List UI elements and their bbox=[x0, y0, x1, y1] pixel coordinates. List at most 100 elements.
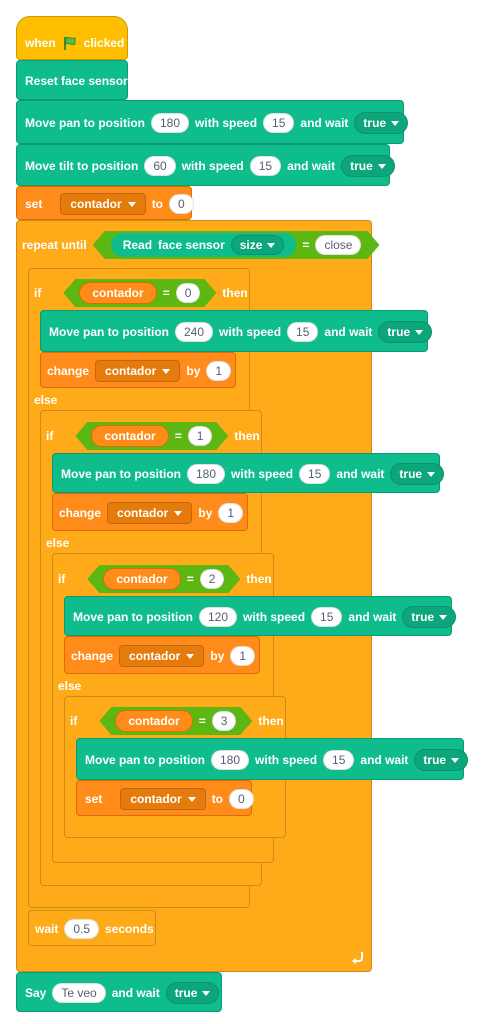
reset-face-sensor-label: Reset face sensor bbox=[25, 74, 128, 88]
if-label: if bbox=[58, 572, 66, 586]
variable-reporter[interactable]: contador bbox=[103, 568, 180, 590]
with-speed-label: with speed bbox=[181, 159, 244, 173]
wait-seconds-block[interactable]: wait 0.5 seconds bbox=[28, 910, 156, 946]
set-variable-block-1[interactable]: set contador to 0 bbox=[16, 186, 194, 220]
move-pan-block-3[interactable]: Move pan to position 180 with speed 15 a… bbox=[52, 453, 445, 493]
variable-reporter[interactable]: contador bbox=[115, 710, 192, 732]
clicked-label: clicked bbox=[83, 36, 125, 50]
compare-value-input[interactable]: 2 bbox=[200, 569, 225, 589]
and-wait-label: and wait bbox=[336, 467, 385, 481]
else-label: else bbox=[34, 393, 58, 407]
change-label: change bbox=[71, 649, 114, 663]
chevron-down-icon bbox=[174, 510, 183, 516]
value-input[interactable]: 1 bbox=[218, 503, 244, 523]
move-pan-label: Move pan to position bbox=[85, 753, 205, 767]
variable-name: contador bbox=[130, 792, 182, 806]
wait-dropdown-value: true bbox=[350, 159, 373, 173]
chevron-down-icon bbox=[427, 471, 436, 477]
speed-input[interactable]: 15 bbox=[263, 113, 295, 133]
and-wait-label: and wait bbox=[111, 986, 160, 1000]
variable-reporter[interactable]: contador bbox=[91, 425, 168, 447]
repeat-until-label: repeat until bbox=[22, 238, 87, 252]
and-wait-label: and wait bbox=[360, 753, 409, 767]
tilt-position-input[interactable]: 60 bbox=[144, 156, 176, 176]
then-label: then bbox=[222, 286, 248, 300]
pan-position-input[interactable]: 180 bbox=[211, 750, 250, 770]
else-label: else bbox=[46, 536, 70, 550]
when-label: when bbox=[25, 36, 56, 50]
pan-position-input[interactable]: 180 bbox=[151, 113, 190, 133]
move-pan-block-4[interactable]: Move pan to position 120 with speed 15 a… bbox=[64, 596, 457, 636]
read-face-sensor-reporter[interactable]: Read face sensor size bbox=[111, 233, 297, 257]
reset-face-sensor-block[interactable]: Reset face sensor bbox=[16, 60, 128, 100]
speed-input[interactable]: 15 bbox=[323, 750, 355, 770]
variable-dropdown[interactable]: contador bbox=[60, 193, 146, 215]
value-input[interactable]: 0 bbox=[169, 194, 194, 214]
equals-condition[interactable]: contador = 2 bbox=[87, 565, 240, 593]
value-input[interactable]: 1 bbox=[230, 646, 256, 666]
equals-label: = bbox=[162, 286, 170, 300]
wait-dropdown[interactable]: true bbox=[402, 606, 457, 628]
pan-position-input[interactable]: 180 bbox=[187, 464, 226, 484]
wait-dropdown[interactable]: true bbox=[378, 321, 433, 343]
equals-condition[interactable]: contador = 0 bbox=[63, 279, 216, 307]
change-variable-block-1[interactable]: change contador by 1 bbox=[40, 352, 236, 388]
speed-input[interactable]: 15 bbox=[299, 464, 331, 484]
compare-value-input[interactable]: close bbox=[315, 235, 361, 255]
move-pan-label: Move pan to position bbox=[61, 467, 181, 481]
if-label: if bbox=[70, 714, 78, 728]
and-wait-label: and wait bbox=[324, 325, 373, 339]
wait-dropdown[interactable]: true bbox=[341, 155, 395, 177]
compare-value-input[interactable]: 3 bbox=[212, 711, 237, 731]
move-pan-block-2[interactable]: Move pan to position 240 with speed 15 a… bbox=[40, 310, 433, 352]
wait-dropdown[interactable]: true bbox=[414, 749, 469, 771]
equals-condition[interactable]: contador = 1 bbox=[75, 422, 228, 450]
variable-dropdown[interactable]: contador bbox=[107, 502, 193, 524]
when-flag-clicked-block[interactable]: when clicked bbox=[16, 16, 128, 60]
value-input[interactable]: 0 bbox=[229, 789, 254, 809]
speed-input[interactable]: 15 bbox=[287, 322, 319, 342]
wait-dropdown[interactable]: true bbox=[354, 112, 409, 134]
compare-value-input[interactable]: 0 bbox=[176, 283, 201, 303]
value-input[interactable]: 1 bbox=[206, 361, 232, 381]
read-label: Read bbox=[122, 238, 153, 252]
variable-dropdown[interactable]: contador bbox=[119, 645, 205, 667]
move-tilt-block[interactable]: Move tilt to position 60 with speed 15 a… bbox=[16, 144, 395, 186]
change-variable-block-3[interactable]: change contador by 1 bbox=[64, 636, 260, 674]
with-speed-label: with speed bbox=[231, 467, 294, 481]
wait-dropdown-value: true bbox=[399, 467, 423, 481]
variable-dropdown[interactable]: contador bbox=[120, 788, 206, 810]
say-block[interactable]: Say Te veo and wait true bbox=[16, 972, 222, 1012]
variable-reporter[interactable]: contador bbox=[79, 282, 156, 304]
repeat-gap bbox=[28, 258, 34, 268]
chevron-down-icon bbox=[186, 653, 195, 659]
loop-arrow-icon bbox=[352, 952, 363, 964]
seconds-input[interactable]: 0.5 bbox=[64, 919, 100, 939]
equals-condition[interactable]: Read face sensor size = close bbox=[93, 231, 380, 259]
wait-dropdown[interactable]: true bbox=[165, 982, 220, 1004]
variable-dropdown[interactable]: contador bbox=[95, 360, 181, 382]
if-label: if bbox=[34, 286, 42, 300]
change-variable-block-2[interactable]: change contador by 1 bbox=[52, 493, 248, 531]
face-sensor-label: face sensor bbox=[158, 238, 225, 252]
say-text-input[interactable]: Te veo bbox=[52, 983, 106, 1003]
sensor-field-dropdown[interactable]: size bbox=[231, 235, 285, 255]
move-pan-block-1[interactable]: Move pan to position 180 with speed 15 a… bbox=[16, 100, 409, 144]
set-label: set bbox=[25, 197, 43, 211]
equals-condition[interactable]: contador = 3 bbox=[99, 707, 252, 735]
speed-input[interactable]: 15 bbox=[311, 607, 343, 627]
to-label: to bbox=[151, 197, 164, 211]
pan-position-input[interactable]: 120 bbox=[199, 607, 238, 627]
chevron-down-icon bbox=[451, 757, 460, 763]
variable-name: contador bbox=[70, 197, 122, 211]
compare-value-input[interactable]: 1 bbox=[188, 426, 213, 446]
equals-label: = bbox=[186, 572, 194, 586]
move-pan-block-5[interactable]: Move pan to position 180 with speed 15 a… bbox=[76, 738, 469, 780]
set-variable-block-2[interactable]: set contador to 0 bbox=[76, 780, 254, 816]
equals-label: = bbox=[198, 714, 206, 728]
pan-position-input[interactable]: 240 bbox=[175, 322, 214, 342]
speed-input[interactable]: 15 bbox=[249, 156, 282, 176]
move-pan-label: Move pan to position bbox=[73, 610, 193, 624]
by-label: by bbox=[210, 649, 225, 663]
wait-dropdown[interactable]: true bbox=[390, 463, 445, 485]
